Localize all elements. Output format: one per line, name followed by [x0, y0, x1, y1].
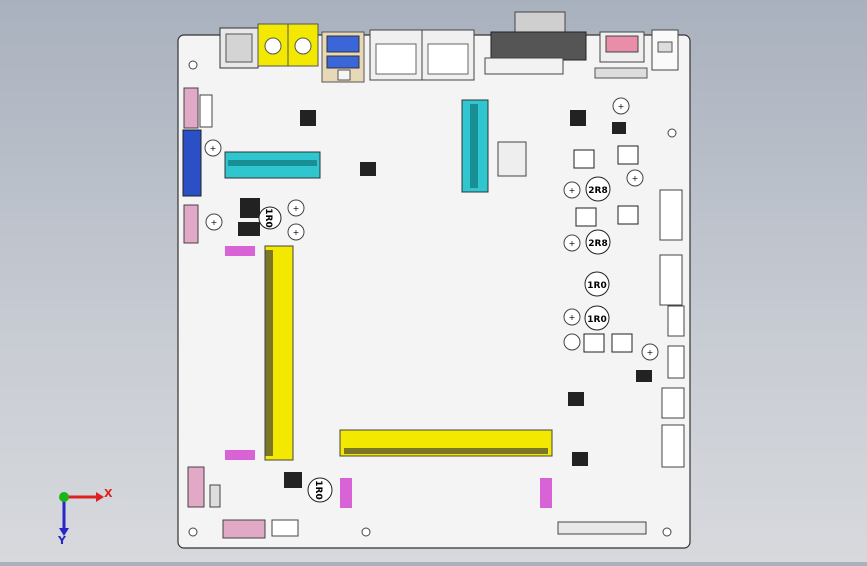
mosfet: [617, 145, 639, 165]
expansion-slots: [224, 99, 527, 193]
vga-port: [514, 11, 566, 35]
clip: [225, 450, 255, 460]
capacitor: +: [612, 97, 630, 115]
inductors: 1R0 2R8 2R8 1R0 1R0 1R0: [258, 176, 611, 503]
svg-text:+: +: [569, 186, 576, 195]
svg-text:1R0: 1R0: [587, 315, 606, 325]
ic: [284, 472, 302, 488]
capacitor: +: [626, 169, 644, 187]
pin-header: [187, 466, 205, 508]
capacitor: +: [563, 234, 581, 252]
x-axis-label: X: [104, 487, 113, 500]
mosfet: [573, 149, 595, 169]
capacitor: +: [641, 343, 659, 361]
inductor: 2R8: [585, 229, 611, 255]
mounting-hole: [662, 527, 672, 537]
ics: [238, 110, 652, 488]
svg-text:+: +: [618, 102, 625, 111]
ic: [568, 392, 584, 406]
wafer-connector: [667, 305, 685, 337]
svg-text:1R0: 1R0: [263, 208, 273, 227]
svg-text:+: +: [569, 239, 576, 248]
pcb-board: [177, 34, 691, 549]
svg-text:+: +: [293, 228, 300, 237]
inductor: 2R8: [585, 176, 611, 202]
svg-text:1R0: 1R0: [313, 480, 323, 499]
clip: [540, 478, 552, 508]
sata-connector: [659, 189, 683, 241]
clip: [225, 246, 255, 256]
wafer-connector: [661, 424, 685, 468]
usb-header: [182, 129, 202, 197]
fan-header: [271, 519, 299, 537]
right-connectors: [557, 189, 685, 535]
inductor: 1R0: [258, 206, 282, 230]
mounting-hole: [361, 527, 371, 537]
svg-text:2R8: 2R8: [588, 186, 607, 196]
pin-header: [209, 484, 221, 508]
pin-header: [497, 141, 527, 177]
ic: [570, 110, 586, 126]
ic: [238, 222, 260, 236]
ic: [360, 162, 376, 176]
pin-header: [557, 521, 647, 535]
mounting-hole: [188, 527, 198, 537]
svg-text:+: +: [647, 348, 654, 357]
ic: [572, 452, 588, 466]
pin-header: [199, 94, 213, 128]
left-headers: [182, 87, 299, 539]
ic: [636, 370, 652, 382]
wafer-connector: [667, 345, 685, 379]
pin-header: [222, 519, 266, 539]
mounting-hole: [667, 128, 677, 138]
mosfet: [583, 333, 605, 353]
sata-connector: [659, 254, 683, 306]
svg-text:+: +: [210, 144, 217, 153]
inductor: 1R0: [307, 477, 333, 503]
y-axis-label: Y: [57, 534, 67, 547]
mounting-hole: [188, 60, 198, 70]
ic: [300, 110, 316, 126]
clip: [340, 478, 352, 508]
capacitor: +: [287, 223, 305, 241]
inductor: 1R0: [584, 305, 610, 331]
capacitor: [563, 333, 581, 351]
svg-text:1R0: 1R0: [587, 281, 606, 291]
capacitor: +: [204, 139, 222, 157]
pin-header: [183, 87, 199, 129]
pin-header: [183, 204, 199, 244]
svg-text:+: +: [632, 174, 639, 183]
mosfet: [575, 207, 597, 227]
mosfet: [617, 205, 639, 225]
capacitor: +: [563, 181, 581, 199]
sodimm-slots: [225, 245, 553, 508]
wafer-connector: [661, 387, 685, 419]
svg-text:2R8: 2R8: [588, 239, 607, 249]
capacitor: +: [205, 213, 223, 231]
mosfet: [611, 333, 633, 353]
capacitors: + + + + + + + + + +: [204, 97, 659, 361]
svg-text:+: +: [569, 313, 576, 322]
svg-text:+: +: [293, 204, 300, 213]
capacitor: +: [287, 199, 305, 217]
inductor: 1R0: [584, 271, 610, 297]
rear-io: [219, 11, 679, 83]
ic: [612, 122, 626, 134]
ic: [240, 198, 260, 218]
svg-text:+: +: [211, 218, 218, 227]
axis-triad: X Y: [57, 487, 113, 547]
capacitor: +: [563, 308, 581, 326]
